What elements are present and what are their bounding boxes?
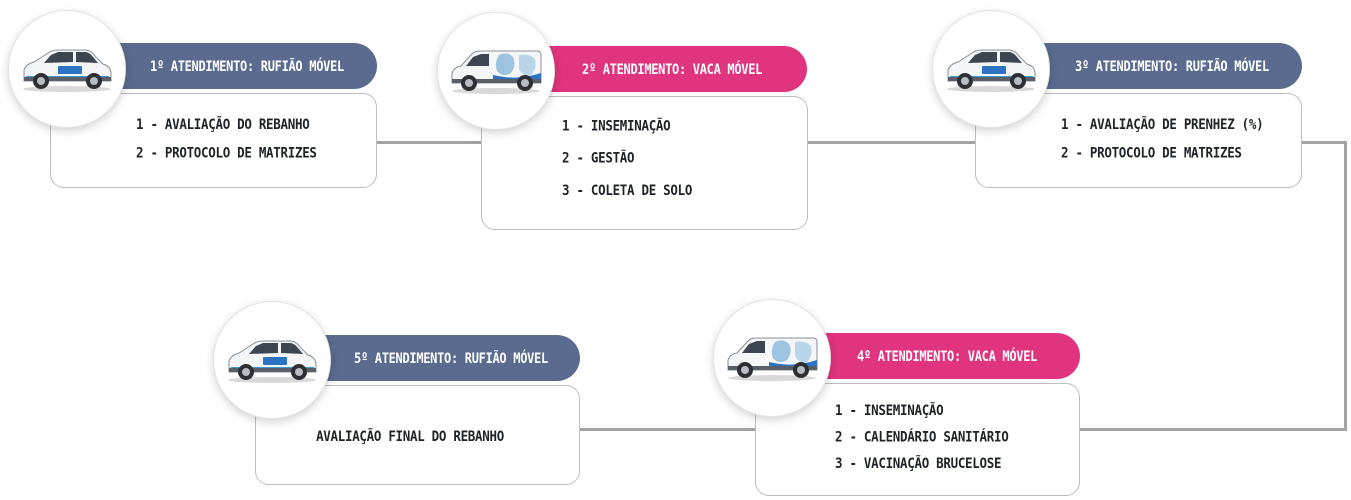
step-4-title-pill: 4º ATENDIMENTO: VACA MÓVEL <box>792 333 1080 379</box>
step-4-items: 1 - INSEMINAÇÃO 2 - CALENDÁRIO SANITÁRIO… <box>835 401 1009 472</box>
hatchback-car-icon <box>23 49 112 92</box>
step-5-box <box>255 385 580 485</box>
step-2-items: 1 - INSEMINAÇÃO 2 - GESTÃO 3 - COLETA DE… <box>562 117 692 199</box>
step-1-title-pill: 1º ATENDIMENTO: RUFIÃO MÓVEL <box>90 43 377 89</box>
step-3-title: 3º ATENDIMENTO: RUFIÃO MÓVEL <box>1075 57 1269 75</box>
step-1-title: 1º ATENDIMENTO: RUFIÃO MÓVEL <box>150 57 344 75</box>
step-5-title: 5º ATENDIMENTO: RUFIÃO MÓVEL <box>354 349 548 367</box>
step-4-vehicle-circle <box>713 299 831 417</box>
step-2-item-3: 3 - COLETA DE SOLO <box>562 181 693 199</box>
step-3-item-2: 2 - PROTOCOLO DE MATRIZES <box>1061 143 1242 161</box>
step-2-box <box>481 96 808 230</box>
step-5-items: AVALIAÇÃO FINAL DO REBANHO <box>255 378 565 493</box>
step-2-title: 2º ATENDIMENTO: VACA MÓVEL <box>582 60 763 78</box>
step-3-title-pill: 3º ATENDIMENTO: RUFIÃO MÓVEL <box>1015 43 1302 89</box>
step-2-vehicle-circle <box>437 12 555 130</box>
connector-step3-right <box>1300 141 1346 144</box>
step-4-item-2: 2 - CALENDÁRIO SANITÁRIO <box>835 427 1009 446</box>
step-4-title: 4º ATENDIMENTO: VACA MÓVEL <box>857 347 1038 365</box>
step-4-item-1: 1 - INSEMINAÇÃO <box>835 401 944 419</box>
hatchback-car-icon <box>947 49 1036 92</box>
delivery-van-icon <box>727 337 818 381</box>
step-2-item-1: 1 - INSEMINAÇÃO <box>562 116 671 134</box>
step-2-item-2: 2 - GESTÃO <box>562 148 635 167</box>
connector-step5-step4 <box>578 428 758 431</box>
connector-step2-step3 <box>806 141 978 144</box>
step-4-item-3: 3 - VACINAÇÃO BRUCELOSE <box>835 454 1002 472</box>
hatchback-car-icon <box>228 340 317 383</box>
step-5-vehicle-circle <box>213 301 331 419</box>
step-2-title-pill: 2º ATENDIMENTO: VACA MÓVEL <box>520 46 807 92</box>
connector-step1-step2 <box>375 141 483 144</box>
step-3-items: 1 - AVALIAÇÃO DE PRENHEZ (%) 2 - PROTOCO… <box>1061 115 1264 161</box>
step-3-vehicle-circle <box>932 10 1050 128</box>
connector-right-vertical <box>1344 141 1347 431</box>
step-5-title-pill: 5º ATENDIMENTO: RUFIÃO MÓVEL <box>292 335 580 381</box>
step-3-item-1: 1 - AVALIAÇÃO DE PRENHEZ (%) <box>1061 115 1264 133</box>
step-1-item-2: 2 - PROTOCOLO DE MATRIZES <box>136 143 317 161</box>
step-1-vehicle-circle <box>8 10 126 128</box>
step-1-item-1: 1 - AVALIAÇÃO DO REBANHO <box>136 115 310 133</box>
step-5-item-1: AVALIAÇÃO FINAL DO REBANHO <box>316 426 504 444</box>
delivery-van-icon <box>451 50 542 94</box>
step-1-items: 1 - AVALIAÇÃO DO REBANHO 2 - PROTOCOLO D… <box>136 115 317 161</box>
connector-step4-right <box>1078 428 1347 431</box>
